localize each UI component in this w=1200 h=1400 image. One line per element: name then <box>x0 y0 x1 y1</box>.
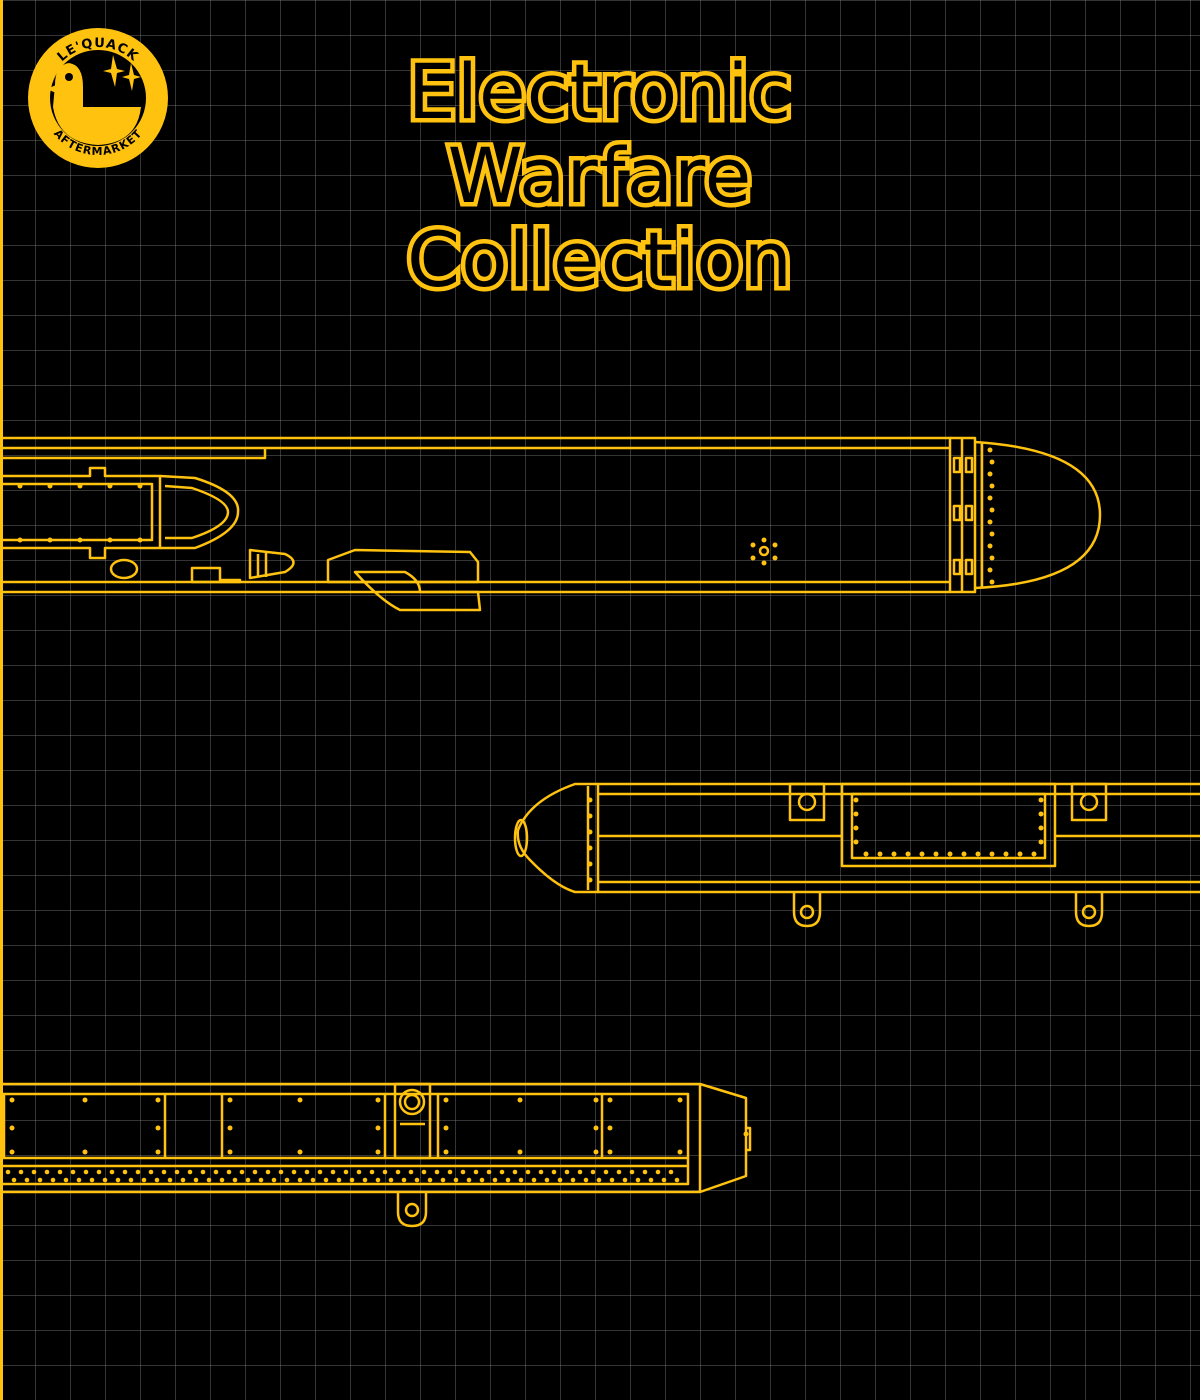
title-line-2: Warfare <box>443 129 756 222</box>
jet-icon <box>103 55 141 91</box>
star-icon <box>32 95 164 101</box>
duck-boat-icon <box>47 63 141 145</box>
title-line-3: Collection <box>403 213 797 306</box>
title-line-1: Electronic <box>403 45 796 138</box>
left-border <box>0 0 3 1400</box>
page-title: Electronic Warfare Collection <box>300 45 900 306</box>
lequack-logo: LE'QUACK AFTERMARKET <box>28 28 168 168</box>
